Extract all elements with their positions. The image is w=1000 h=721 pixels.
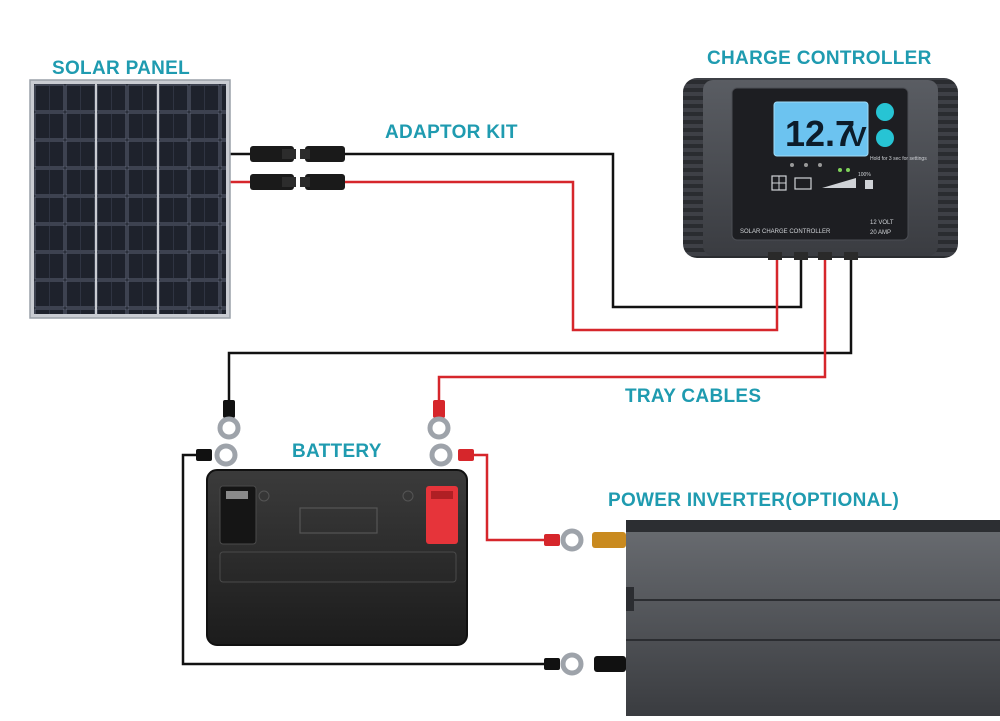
black-tray-cable <box>227 258 853 402</box>
controller-brand-text: SOLAR CHARGE CONTROLLER <box>740 229 831 235</box>
lcd-voltage-reading: 12.7 <box>785 113 855 154</box>
controller-spec-amp: 20 AMP <box>870 230 891 236</box>
lcd-voltage-unit: V <box>848 121 867 152</box>
tray-cables-label: TRAY CABLES <box>625 386 762 407</box>
solar-panel <box>29 79 231 319</box>
battery <box>206 469 468 646</box>
controller-spec-volt: 12 VOLT <box>870 220 894 226</box>
power-inverter-label: POWER INVERTER(OPTIONAL) <box>608 490 900 511</box>
hold-hint-text: Hold for 3 sec for settings <box>870 156 927 162</box>
battery-label: BATTERY <box>292 441 382 462</box>
black-wire-pv <box>345 152 803 309</box>
charge-controller-label: CHARGE CONTROLLER <box>707 48 932 69</box>
power-inverter <box>592 520 1000 716</box>
red-wire-pv <box>345 180 779 332</box>
solar-panel-label: SOLAR PANEL <box>52 58 191 79</box>
wires <box>181 152 853 666</box>
adaptor-kit-connectors <box>250 146 345 190</box>
red-tray-cable <box>437 258 827 402</box>
adaptor-kit-label: ADAPTOR KIT <box>385 122 518 143</box>
percent-label: 100% <box>858 172 871 178</box>
red-inverter-cable <box>469 453 548 542</box>
ring-terminals <box>196 400 584 676</box>
charge-controller <box>683 78 958 260</box>
black-inverter-cable <box>181 453 548 666</box>
